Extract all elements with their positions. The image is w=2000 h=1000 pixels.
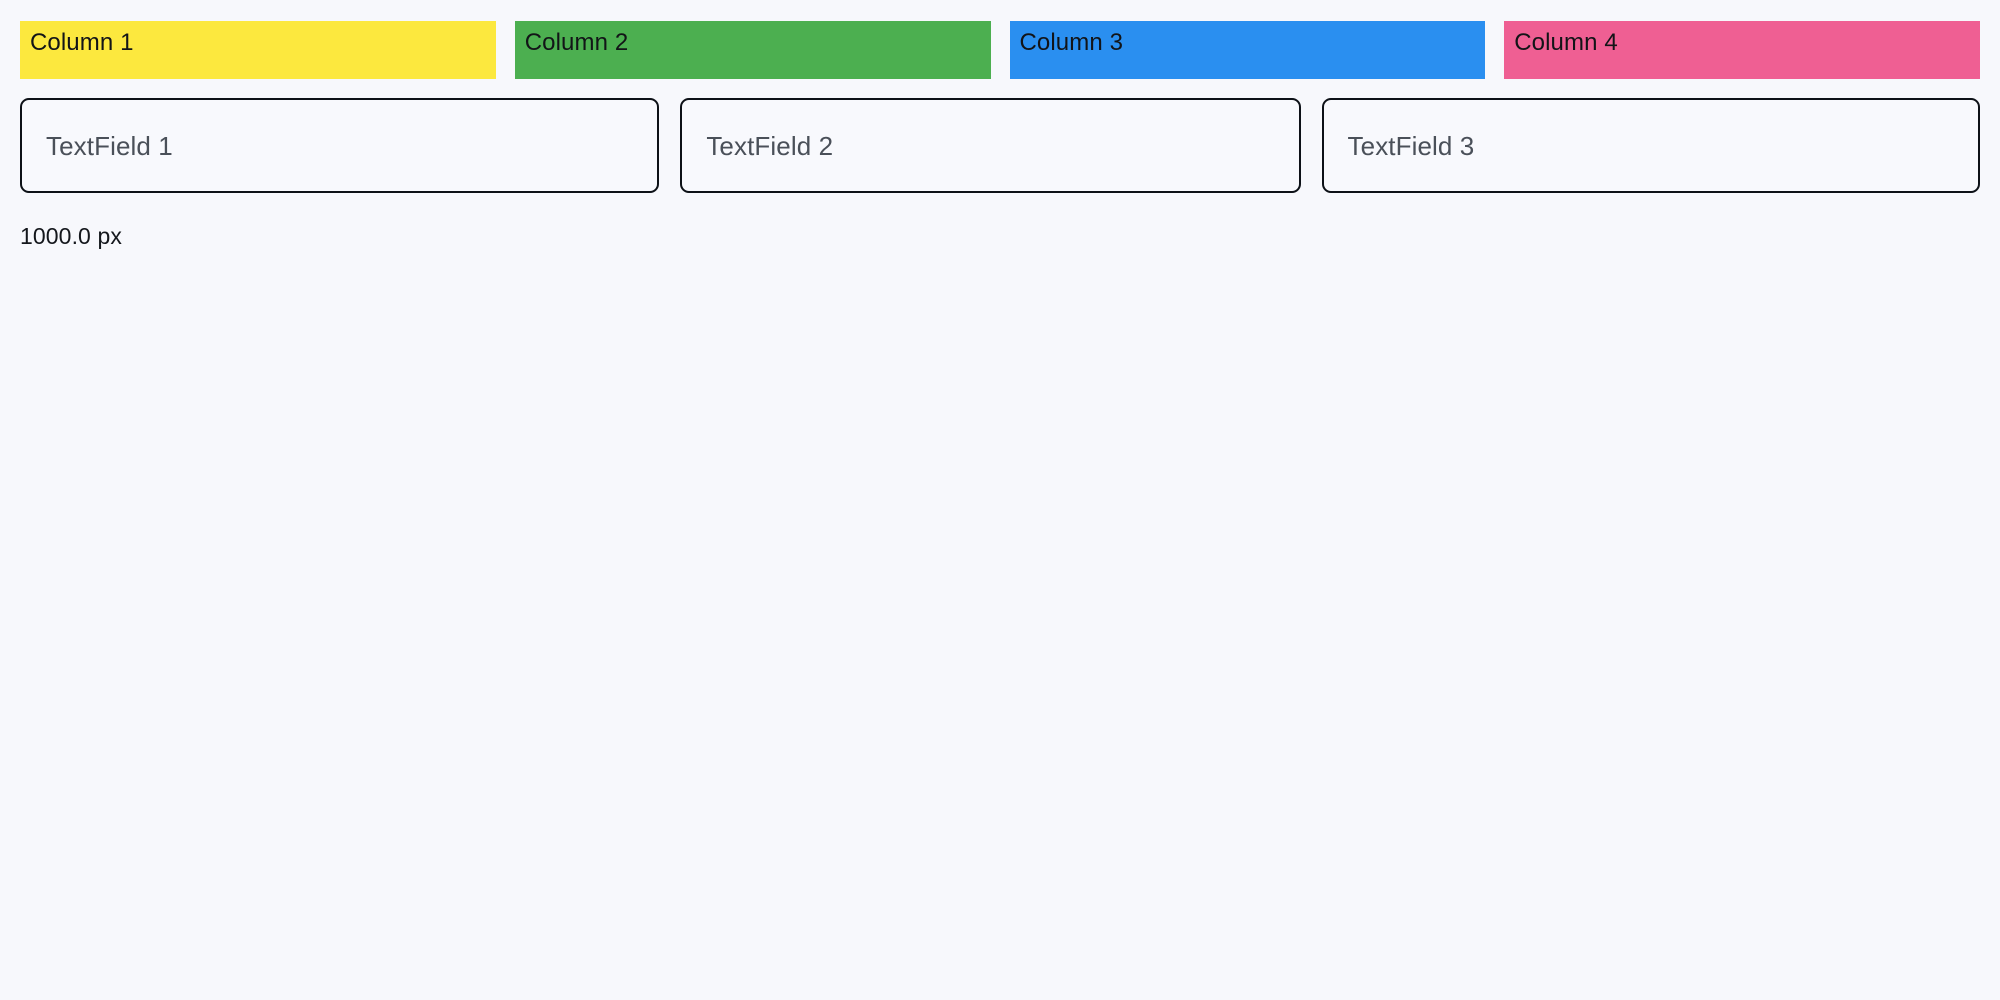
column-block-label: Column 3 — [1019, 29, 1124, 56]
column-block-3[interactable]: Column 3 — [1009, 21, 1486, 79]
text-field-2-placeholder: TextField 2 — [706, 130, 834, 161]
measurement-readout: 1000.0 px — [20, 223, 122, 249]
text-field-1-placeholder: TextField 1 — [46, 130, 173, 161]
column-block-label: Column 4 — [1514, 29, 1618, 56]
column-block-1[interactable]: Column 1 — [20, 21, 496, 79]
column-block-label: Column 1 — [30, 29, 134, 56]
text-fields-row: TextField 1 TextField 2 TextField 3 — [20, 98, 1980, 193]
column-block-label: Column 2 — [524, 29, 629, 56]
text-field-1[interactable]: TextField 1 — [20, 98, 660, 193]
text-field-3[interactable]: TextField 3 — [1321, 98, 1980, 193]
column-block-4[interactable]: Column 4 — [1504, 21, 1980, 79]
columns-row: Column 1 Column 2 Column 3 Column 4 — [20, 21, 1980, 79]
text-field-2[interactable]: TextField 2 — [680, 98, 1301, 193]
text-field-3-placeholder: TextField 3 — [1347, 130, 1475, 161]
column-block-2[interactable]: Column 2 — [514, 21, 991, 79]
empty-canvas-area — [0, 258, 2000, 1000]
